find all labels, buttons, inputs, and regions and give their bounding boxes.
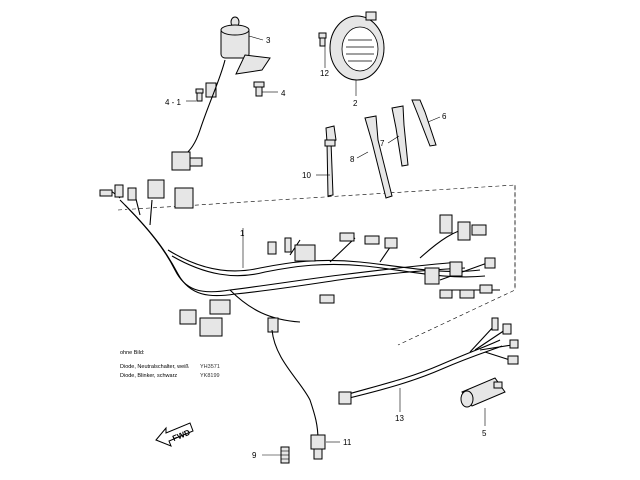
sub-harness — [338, 317, 519, 405]
cable-tie-6 — [411, 99, 437, 147]
ignition-switch — [171, 16, 271, 171]
screw-4-1 — [195, 88, 204, 102]
main-wiring-harness — [99, 179, 500, 337]
callout-8: 8 — [350, 155, 355, 164]
cable-tie-8 — [364, 115, 393, 199]
callout-4-1: 4 - 1 — [165, 98, 182, 107]
callout-11: 11 — [343, 438, 352, 447]
callout-13: 13 — [395, 414, 404, 423]
clip-9 — [280, 446, 290, 464]
callout-4: 4 — [281, 89, 286, 98]
cable-tie-10 — [324, 125, 337, 197]
leader-lines — [186, 35, 486, 456]
fwd-arrow-icon: FWD — [155, 422, 194, 447]
callout-10: 10 — [302, 171, 311, 180]
callout-3: 3 — [266, 36, 271, 45]
callout-5: 5 — [482, 429, 487, 438]
note-item-text: Diode, Neutralschalter, weiß — [120, 364, 189, 370]
note-item-text: Diode, Blinker, schwarz — [120, 373, 178, 379]
callout-2: 2 — [353, 99, 358, 108]
notes-title: ohne Bild: — [120, 350, 145, 356]
note-item-code: YH3571 — [200, 364, 220, 370]
cable-tie-7 — [391, 105, 409, 167]
callout-1: 1 — [240, 229, 245, 238]
relay-5 — [460, 377, 506, 408]
callout-12: 12 — [320, 69, 329, 78]
note-item-code: YK8199 — [200, 373, 220, 379]
callout-6: 6 — [442, 112, 447, 121]
neutral-switch-lead — [271, 329, 326, 460]
callout-7: 7 — [380, 139, 385, 148]
screw-12 — [318, 32, 327, 47]
callout-9: 9 — [252, 451, 257, 460]
screw-4 — [253, 81, 265, 97]
note-item-diode-neutral: Diode, Neutralschalter, weiß YH3571 — [120, 364, 220, 370]
note-item-diode-blinker: Diode, Blinker, schwarz YK8199 — [120, 373, 220, 379]
horn — [329, 11, 385, 81]
